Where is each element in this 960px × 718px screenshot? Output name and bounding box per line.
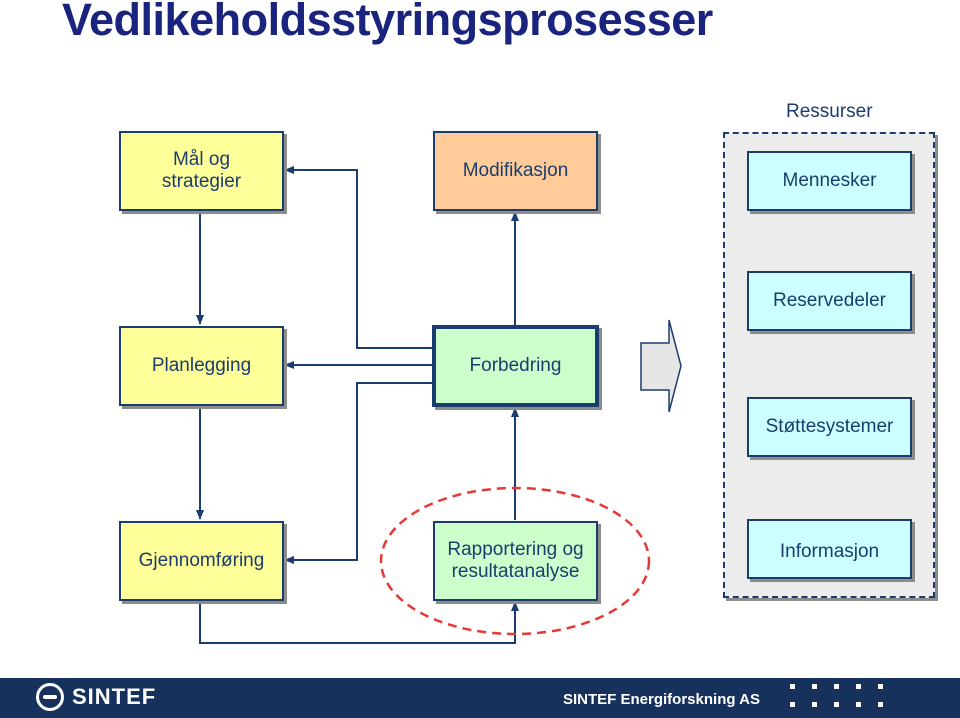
resource-reservedeler: Reservedeler [747, 271, 912, 331]
resource-informasjon-label: Informasjon [779, 541, 880, 562]
box-rapportering: Rapportering og resultatanalyse [433, 521, 598, 601]
box-gjennomforing-label: Gjennomføring [138, 550, 265, 572]
box-forbedring-label: Forbedring [469, 355, 562, 377]
resources-label: Ressurser [786, 101, 873, 122]
resource-stottesystemer-label: Støttesystemer [765, 416, 894, 438]
box-maal-label: Mål og strategier [161, 149, 242, 192]
resource-reservedeler-label: Reservedeler [773, 290, 886, 312]
arrow-gjennomforing-rapportering [199, 600, 519, 644]
page-title: Vedlikeholdsstyringsprosesser [62, 0, 713, 45]
footer-bar [0, 678, 960, 718]
sintef-logo: SINTEF [36, 683, 156, 711]
resource-mennesker: Mennesker [747, 151, 912, 211]
box-gjennomforing: Gjennomføring [119, 521, 284, 601]
footer-organization: SINTEF Energiforskning AS [563, 691, 760, 708]
box-forbedring: Forbedring [432, 325, 599, 407]
resource-stottesystemer: Støttesystemer [747, 397, 912, 457]
box-maal-og-strategier: Mål og strategier [119, 131, 284, 211]
sintef-logo-icon [36, 683, 64, 711]
resource-informasjon: Informasjon [747, 519, 912, 579]
arrow-forbedring-maal [284, 166, 433, 349]
box-planlegging-label: Planlegging [151, 355, 252, 377]
logo-text: SINTEF [72, 684, 157, 709]
arrow-forbedring-gjennomforing [284, 382, 433, 564]
resource-mennesker-label: Mennesker [782, 170, 877, 192]
box-modifikasjon-label: Modifikasjon [462, 160, 569, 182]
box-rapportering-label: Rapportering og resultatanalyse [447, 539, 584, 582]
box-modifikasjon: Modifikasjon [433, 131, 598, 211]
box-planlegging: Planlegging [119, 326, 284, 406]
